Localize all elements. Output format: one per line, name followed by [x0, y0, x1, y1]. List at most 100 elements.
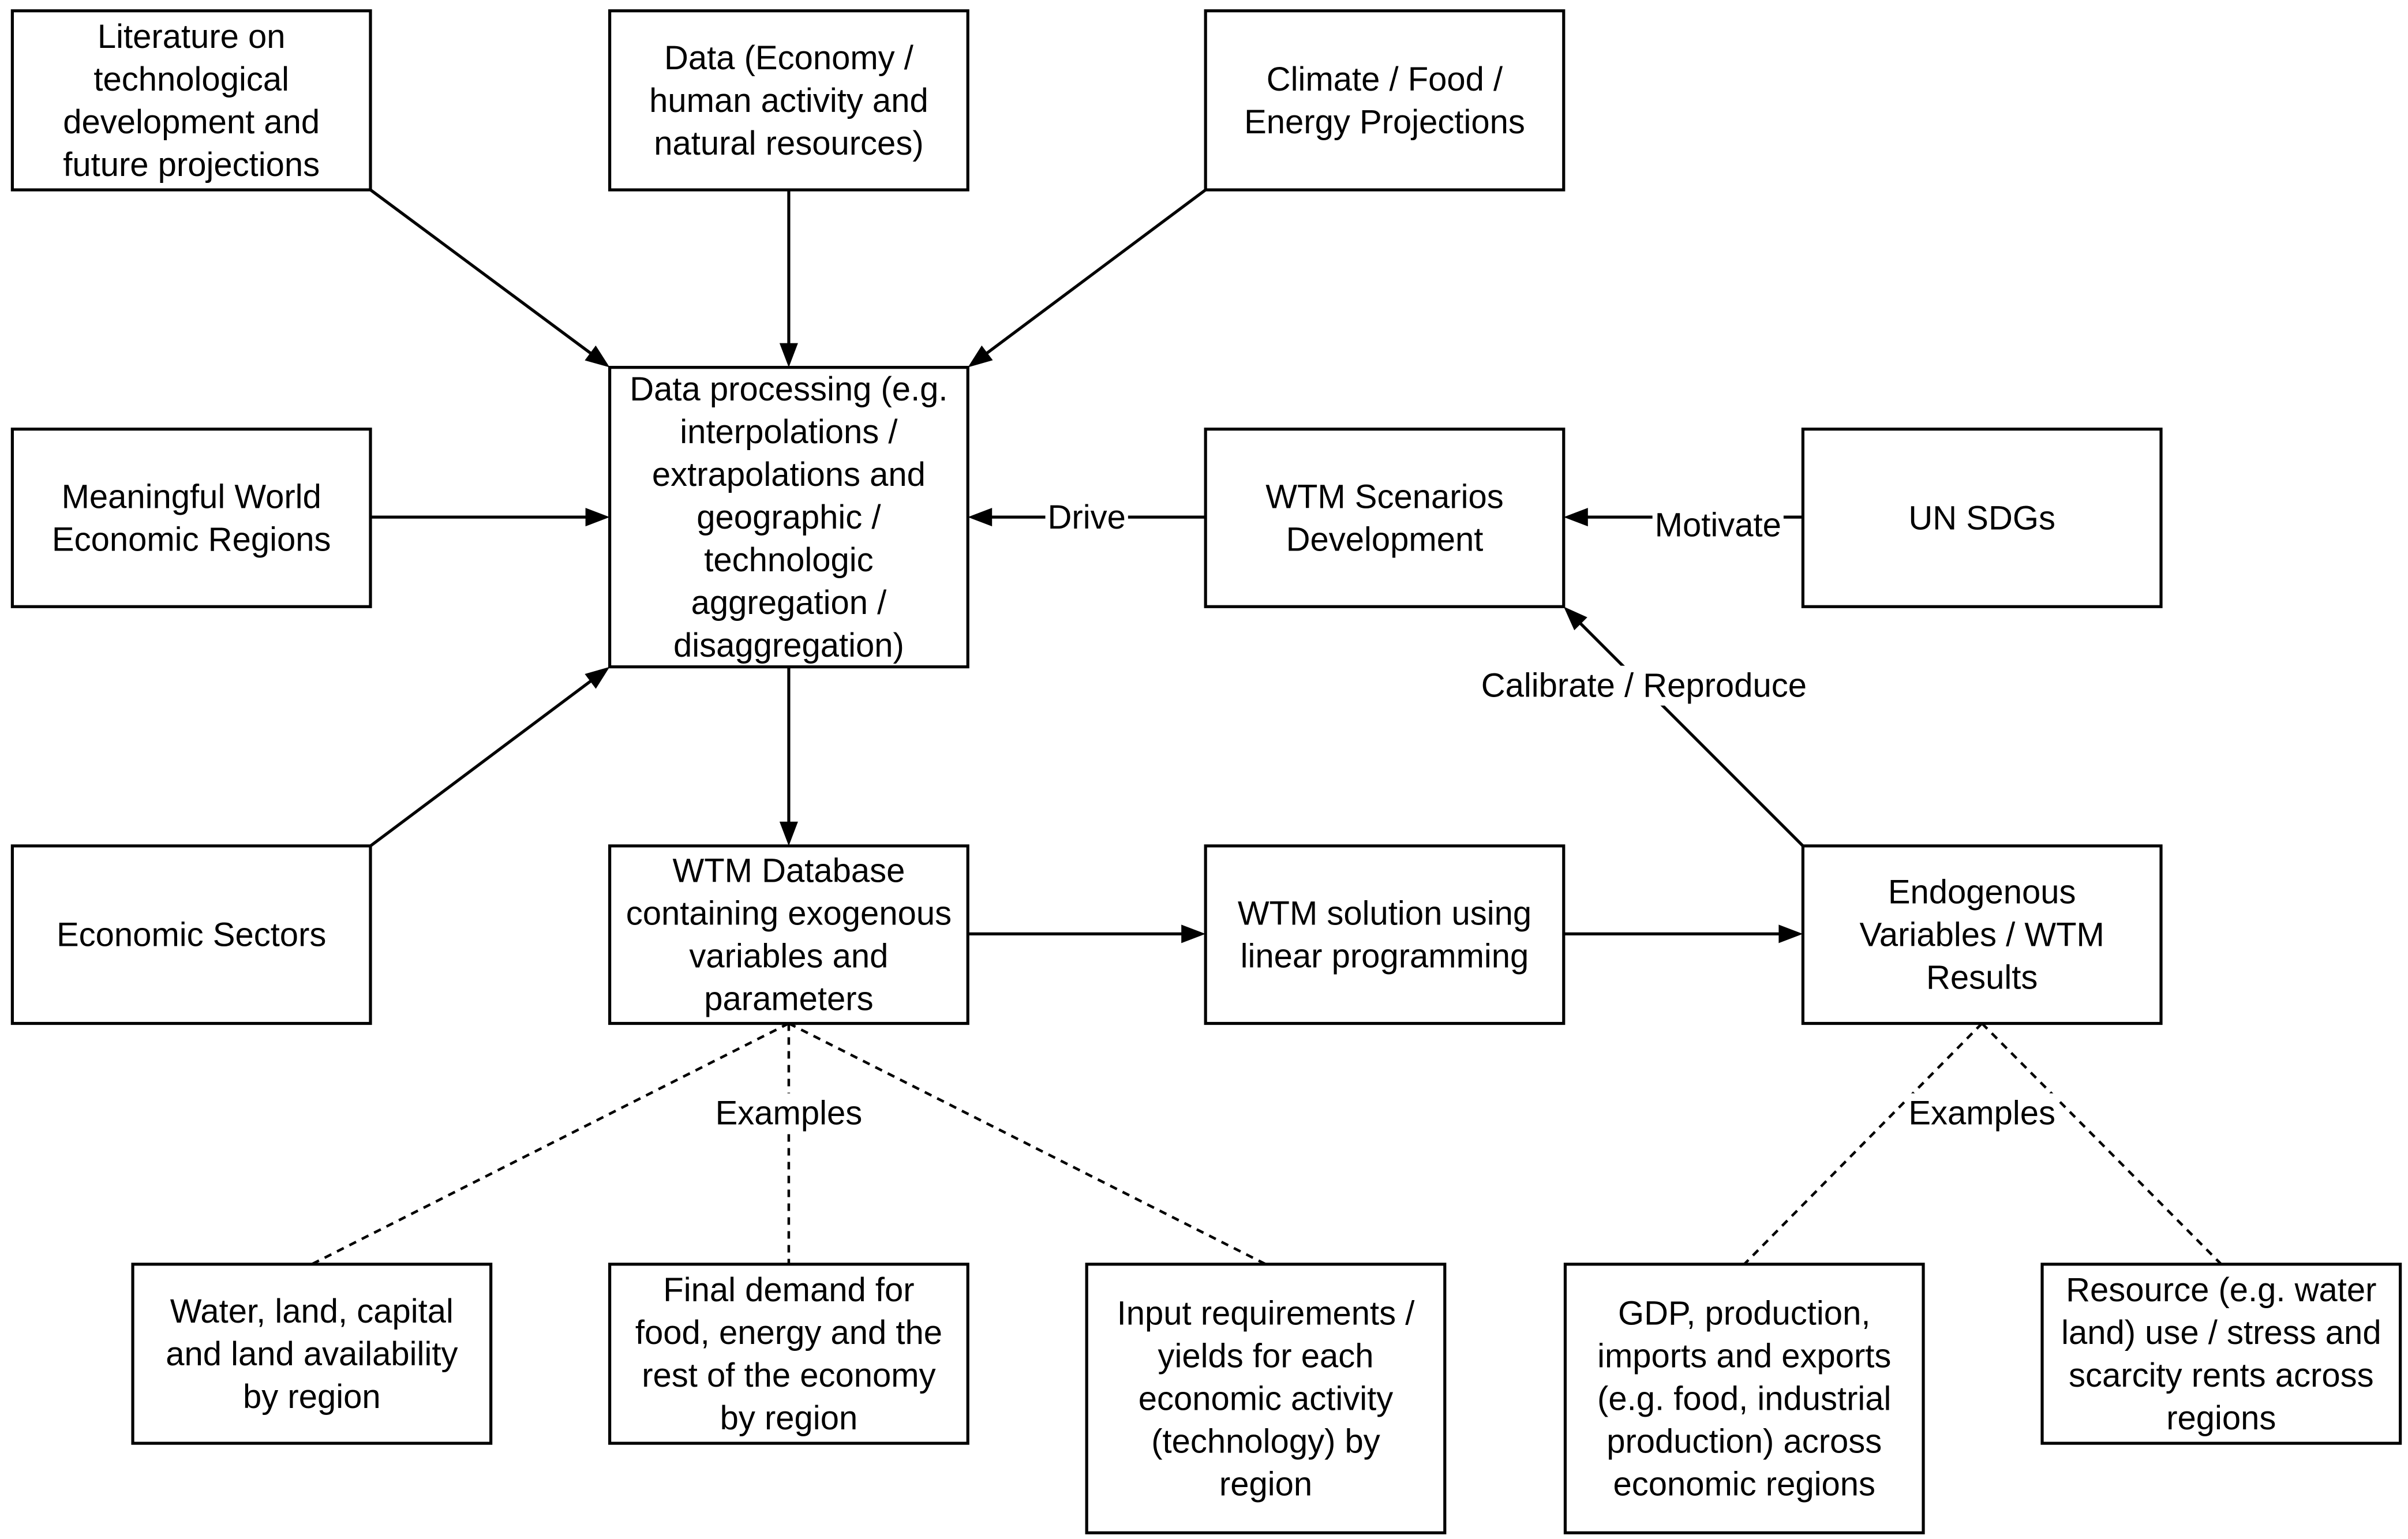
arrowhead-literature-to-processing	[585, 345, 610, 368]
arrowhead-scenarios-to-processing	[968, 508, 993, 527]
node-box	[1204, 428, 1566, 608]
arrowhead-regions-to-processing	[585, 508, 610, 527]
node-text-line: natural resources)	[654, 125, 923, 162]
node-text-line: Literature on	[98, 18, 286, 55]
node-economic-sectors: Economic Sectors	[10, 844, 372, 1025]
node-box	[10, 844, 372, 1025]
node-text-line: development and	[63, 103, 320, 141]
edge-label-background	[1045, 497, 1128, 538]
node-text-line: variables and	[689, 938, 888, 975]
node-text-line: Climate / Food /	[1267, 61, 1503, 98]
node-text-line: containing exogenous	[626, 895, 952, 933]
node-text-line: geographic /	[696, 499, 881, 536]
node-text-line: UN SDGs	[1908, 499, 2055, 537]
node-text-line: (e.g. food, industrial	[1597, 1380, 1891, 1418]
node-text-line: yields for each	[1158, 1338, 1374, 1375]
node-box	[1085, 1263, 1447, 1534]
node-text-line: WTM solution using	[1238, 895, 1531, 933]
edge-label-scenarios-to-processing: Drive	[1045, 497, 1128, 538]
node-text-line: and land availability	[166, 1335, 458, 1373]
node-data-economy: Data (Economy /human activity andnatural…	[608, 9, 969, 192]
node-box	[1801, 844, 2163, 1025]
edge-climate-to-processing	[984, 188, 1207, 355]
node-text-line: region	[1219, 1466, 1312, 1503]
edge-database-example-3	[788, 1022, 1267, 1265]
node-text-line: Economic Regions	[52, 521, 331, 558]
node-box	[608, 1263, 969, 1445]
node-text-line: WTM Database	[672, 852, 905, 890]
label-background	[1906, 1093, 2058, 1133]
node-box	[10, 9, 372, 192]
node-text-line: extrapolations and	[652, 456, 926, 493]
node-water-land-capital: Water, land, capital and land availabilit…	[131, 1263, 493, 1445]
node-text-line: aggregation /	[691, 584, 887, 621]
edge-literature-to-processing	[369, 188, 593, 356]
node-resource-use: Resource (e.g. water land) use / stress a…	[2040, 1263, 2402, 1445]
node-un-sdgs: UN SDGs	[1801, 428, 2163, 608]
node-text-line: food, energy and the	[635, 1314, 942, 1351]
label-text: Examples	[716, 1095, 863, 1132]
node-text-line: Input requirements /	[1117, 1295, 1415, 1332]
node-text-line: Economic Sectors	[57, 916, 326, 954]
arrowhead-database-to-solution	[1181, 924, 1206, 943]
node-box	[2040, 1263, 2402, 1445]
node-text-line: interpolations /	[680, 413, 898, 451]
node-text-line: by region	[243, 1378, 381, 1416]
node-text-line: Water, land, capital	[170, 1293, 454, 1330]
node-text-line: economic regions	[1613, 1466, 1875, 1503]
node-text-line: Development	[1286, 521, 1484, 558]
node-box	[1204, 9, 1566, 192]
edge-label-background	[1478, 665, 1809, 706]
node-text-line: disaggregation)	[673, 627, 904, 664]
node-text-line: Final demand for	[663, 1271, 914, 1309]
edge-sectors-to-processing	[369, 679, 593, 847]
node-text-line: GDP, production,	[1618, 1295, 1870, 1332]
node-text-line: imports and exports	[1597, 1338, 1891, 1375]
node-text-line: (technology) by	[1151, 1423, 1380, 1461]
label-examples-results: Examples	[1906, 1093, 2058, 1133]
node-text-line: Resource (e.g. water	[2066, 1271, 2376, 1309]
node-text-line: Variables / WTM	[1860, 916, 2104, 954]
node-text-line: Meaningful World	[62, 478, 321, 515]
edge-label-background	[1652, 505, 1784, 545]
node-text-line: future projections	[63, 146, 320, 184]
edge-results-to-scenarios	[1578, 621, 1804, 847]
label-text: Examples	[1908, 1095, 2055, 1132]
node-text-line: land) use / stress and	[2061, 1314, 2381, 1351]
arrowhead-processing-to-database	[779, 821, 798, 846]
edge-label-text: Drive	[1048, 499, 1126, 536]
node-box	[608, 9, 969, 192]
node-wtm-database: WTM Database containing exogenous variable…	[608, 844, 969, 1025]
node-text-line: linear programming	[1241, 938, 1529, 975]
node-data-processing: Data processing (e.g.interpolations /ext…	[608, 366, 969, 669]
node-climate-food-energy: Climate / Food / Energy Projections	[1204, 9, 1566, 192]
node-text-line: economic activity	[1139, 1380, 1394, 1418]
edge-results-example-1	[1743, 1022, 1983, 1265]
node-text-line: WTM Scenarios	[1265, 478, 1504, 515]
node-text-line: Data (Economy /	[664, 39, 914, 77]
node-input-requirements: Input requirements / yields for each econo…	[1085, 1263, 1447, 1534]
arrowhead-climate-to-processing	[968, 345, 993, 368]
node-box	[10, 428, 372, 608]
arrowhead-results-to-scenarios	[1563, 606, 1587, 631]
node-text-line: Energy Projections	[1244, 103, 1525, 141]
node-text-line: technologic	[704, 541, 873, 579]
edge-label-sdgs-to-scenarios: Motivate	[1652, 505, 1784, 545]
edge-label-text: Motivate	[1655, 507, 1781, 544]
node-text-line: Results	[1926, 959, 2038, 997]
node-box	[1801, 428, 2163, 608]
edge-label-results-to-scenarios: Calibrate / Reproduce	[1478, 665, 1809, 706]
label-background	[713, 1093, 865, 1133]
node-text-line: production) across	[1606, 1423, 1882, 1461]
edge-database-example-1	[311, 1022, 789, 1265]
node-text-line: regions	[2166, 1399, 2276, 1437]
node-box	[1204, 844, 1566, 1025]
node-wtm-solution: WTM solution using linear programming	[1204, 844, 1566, 1025]
node-text-line: scarcity rents across	[2069, 1357, 2374, 1394]
arrowhead-sectors-to-processing	[585, 666, 610, 689]
